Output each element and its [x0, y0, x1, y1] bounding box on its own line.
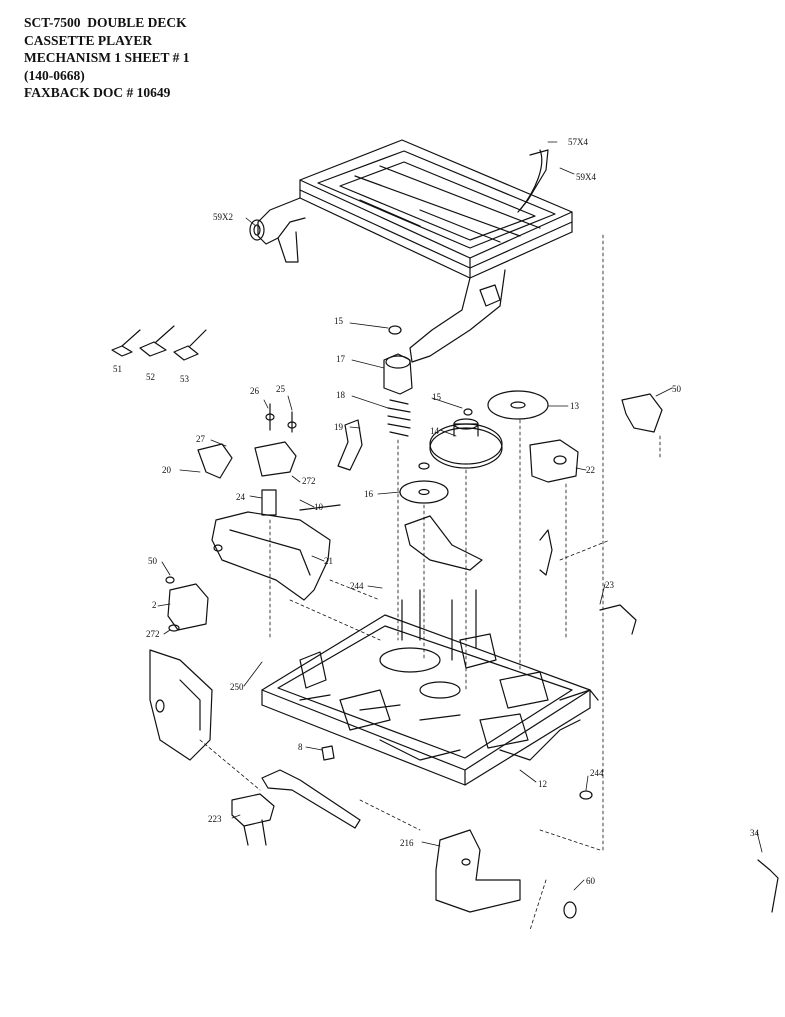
alignment-lines	[199, 234, 661, 931]
callout-34: 34	[750, 828, 760, 838]
callout-12: 12	[538, 779, 547, 789]
header-line-product: CASSETTE PLAYER	[24, 32, 153, 48]
callout-8: 8	[298, 742, 303, 752]
callout-50-left: 50	[148, 556, 158, 566]
callout-216: 216	[400, 838, 414, 848]
callout-52: 52	[146, 372, 155, 382]
callout-25: 25	[276, 384, 286, 394]
callout-14: 14	[430, 426, 440, 436]
callout-17: 17	[336, 354, 346, 364]
callout-19: 19	[334, 422, 344, 432]
head-bracket-assembly-drawing	[165, 403, 341, 632]
callout-16: 16	[364, 489, 374, 499]
callout-60: 60	[586, 876, 596, 886]
callout-59x4: 59X4	[576, 172, 596, 182]
header-line-partno: (140-0668)	[24, 67, 85, 83]
callout-23: 23	[605, 580, 615, 590]
callout-2: 2	[152, 600, 157, 610]
header-line-model: SCT-7500 DOUBLE DECK	[24, 15, 187, 30]
callout-21: 21	[324, 556, 333, 566]
header-line-sheet: MECHANISM 1 SHEET # 1	[24, 50, 190, 66]
main-chassis-drawing	[149, 393, 779, 919]
capstan-assembly-drawing	[337, 325, 579, 576]
callout-24: 24	[236, 492, 246, 502]
callout-272-upper: 272	[302, 476, 316, 486]
small-parts-51-52-53	[111, 325, 207, 361]
cassette-holder-drawing	[249, 139, 573, 363]
callout-26: 26	[250, 386, 260, 396]
callout-53: 53	[180, 374, 190, 384]
document-header: SCT-7500 DOUBLE DECK CASSETTE PLAYER MEC…	[24, 14, 190, 102]
callout-57x4: 57X4	[568, 137, 588, 147]
callout-244-lower: 244	[590, 768, 604, 778]
header-line-doc: FAXBACK DOC # 10649	[24, 85, 171, 101]
callout-272-lower: 272	[146, 629, 160, 639]
callout-27: 27	[196, 434, 206, 444]
callout-15-top: 15	[334, 316, 344, 326]
leader-lines	[157, 141, 763, 891]
callout-50-right: 50	[672, 384, 682, 394]
callout-15-right: 15	[432, 392, 442, 402]
callout-13: 13	[570, 401, 580, 411]
callout-10: 10	[314, 502, 324, 512]
callout-59x2: 59X2	[213, 212, 233, 222]
callout-51: 51	[113, 364, 122, 374]
callout-244-upper: 244	[350, 581, 364, 591]
callout-223: 223	[208, 814, 222, 824]
callout-18: 18	[336, 390, 346, 400]
callout-20: 20	[162, 465, 172, 475]
callout-250: 250	[230, 682, 244, 692]
callout-22: 22	[586, 465, 595, 475]
